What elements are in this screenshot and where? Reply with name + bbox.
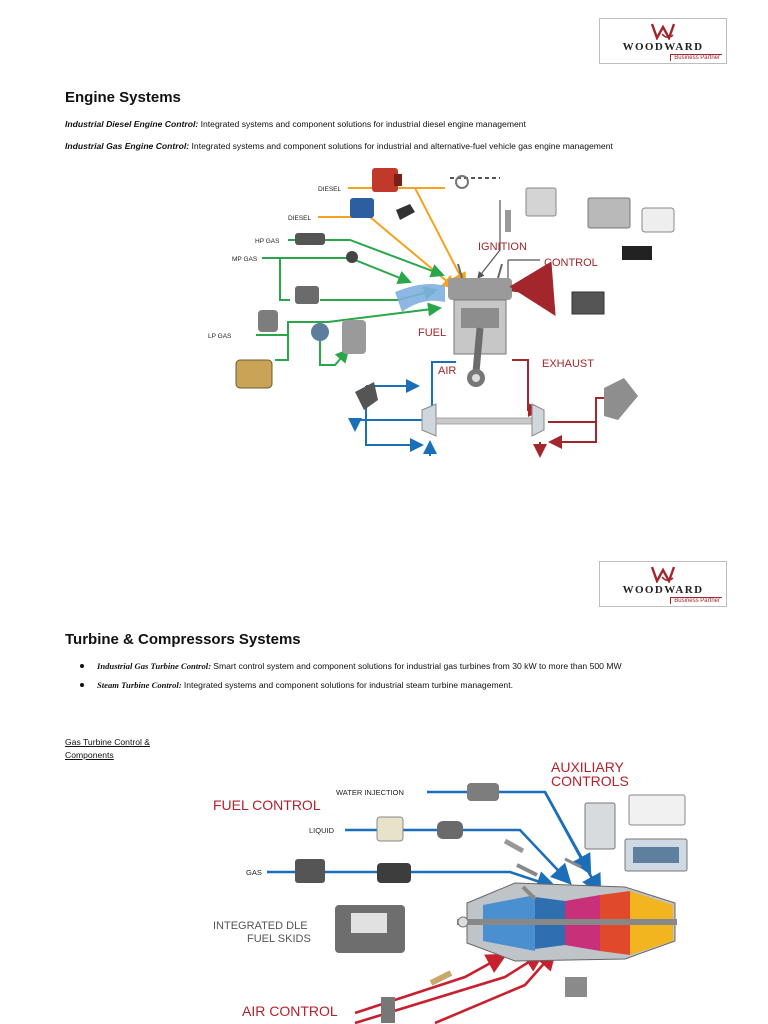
turbine-item-text: Smart control system and component solut…: [213, 661, 622, 671]
logo-wordmark: WOODWARD: [622, 41, 704, 53]
dle-label-2: FUEL SKIDS: [247, 933, 311, 945]
engine-item-text: Integrated systems and component solutio…: [191, 141, 613, 151]
throttle-body-icon: [311, 320, 366, 354]
diesel-lines: [318, 187, 466, 290]
lp-gas-label: LP GAS: [208, 333, 232, 340]
engine-systems-diagram: DIESEL DIESEL HP GAS MP GAS LP GAS IGNIT…: [208, 168, 675, 458]
bullet-icon: [80, 683, 84, 687]
diesel-pump-icon: [372, 168, 402, 192]
gas-turbine-icon: [457, 882, 677, 962]
spark-plug-icon: [450, 175, 511, 232]
water-injection-valve-icon: [467, 783, 499, 801]
turbine-items-list: Industrial Gas Turbine Control: Smart co…: [80, 660, 710, 698]
exhaust-label: EXHAUST: [542, 358, 594, 370]
fuel-control-lines: [267, 790, 602, 896]
list-item: Industrial Gas Turbine Control: Smart co…: [80, 660, 710, 673]
fuel-nozzle-icon: [516, 857, 582, 877]
control-panel-icon: [571, 291, 605, 315]
air-label: AIR: [438, 365, 456, 377]
ignition-module-icon: [525, 187, 557, 217]
logo-tagline: Business Partner: [670, 54, 722, 61]
dle-label-1: INTEGRATED DLE: [213, 920, 308, 932]
gas-mixer-icon: [295, 286, 319, 304]
engine-controller-icon: [587, 197, 675, 260]
mp-gas-label: MP GAS: [232, 256, 258, 263]
liquid-label: LIQUID: [309, 826, 335, 835]
list-item: Steam Turbine Control: Integrated system…: [80, 679, 710, 692]
exhaust-arrow: [509, 261, 556, 317]
turbine-item-text: Integrated systems and component solutio…: [183, 680, 513, 690]
engine-systems-heading: Engine Systems: [65, 89, 181, 106]
turbine-item-term: Steam Turbine Control: [97, 680, 179, 690]
liquid-valve-icon: [376, 816, 525, 854]
gas-valve-icon: [295, 233, 358, 263]
fuel-control-label: FUEL CONTROL: [213, 797, 321, 813]
turbocharger-icon: [421, 403, 545, 437]
woodward-w-icon: [650, 566, 676, 583]
control-label: CONTROL: [544, 257, 598, 269]
engine-item-diesel: Industrial Diesel Engine Control: Integr…: [65, 119, 526, 129]
gas-label: GAS: [246, 868, 262, 877]
bullet-icon: [80, 664, 84, 668]
woodward-logo: WOODWARD Business Partner: [599, 18, 727, 64]
engine-cylinder-icon: [448, 263, 512, 387]
fuel-skid-icon: [335, 905, 405, 953]
logo-tagline: Business Partner: [670, 597, 722, 604]
turbine-item-term: Industrial Gas Turbine Control: [97, 661, 209, 671]
air-valve-icon: [381, 970, 587, 1023]
woodward-w-icon: [650, 23, 676, 40]
diesel-label-2: DIESEL: [288, 215, 312, 222]
exhaust-valve-icon: [604, 378, 638, 420]
logo-wordmark: WOODWARD: [622, 584, 704, 596]
engine-item-term: Industrial Diesel Engine Control: [65, 119, 196, 129]
auxiliary-control-icon: [584, 794, 688, 872]
controls-label: CONTROLS: [551, 773, 629, 789]
engine-item-text: Integrated systems and component solutio…: [200, 119, 526, 129]
woodward-logo: WOODWARD Business Partner: [599, 561, 727, 607]
gas-valve-icon: [295, 859, 537, 901]
gas-turbine-diagram: AUXILIARY CONTROLS FUEL CONTROL WATER IN…: [213, 759, 688, 1024]
gas-turbine-caption: Gas Turbine Control & Components: [65, 737, 151, 760]
diesel-label-1: DIESEL: [318, 186, 342, 193]
diesel-injector-icon: [350, 198, 415, 220]
actuator-icon: [355, 382, 378, 410]
auxiliary-label: AUXILIARY: [551, 759, 625, 775]
hp-gas-label: HP GAS: [255, 238, 280, 245]
engine-item-term: Industrial Gas Engine Control: [65, 141, 187, 151]
lp-gas-regulator-icon: [235, 310, 278, 389]
turbine-systems-heading: Turbine & Compressors Systems: [65, 631, 301, 648]
fuel-label: FUEL: [418, 327, 446, 339]
fuel-intake-shape: [395, 284, 445, 312]
engine-item-gas: Industrial Gas Engine Control: Integrate…: [65, 141, 613, 151]
water-injection-label: WATER INJECTION: [336, 788, 404, 797]
ignition-label: IGNITION: [478, 241, 527, 253]
air-control-label: AIR CONTROL: [242, 1003, 338, 1019]
